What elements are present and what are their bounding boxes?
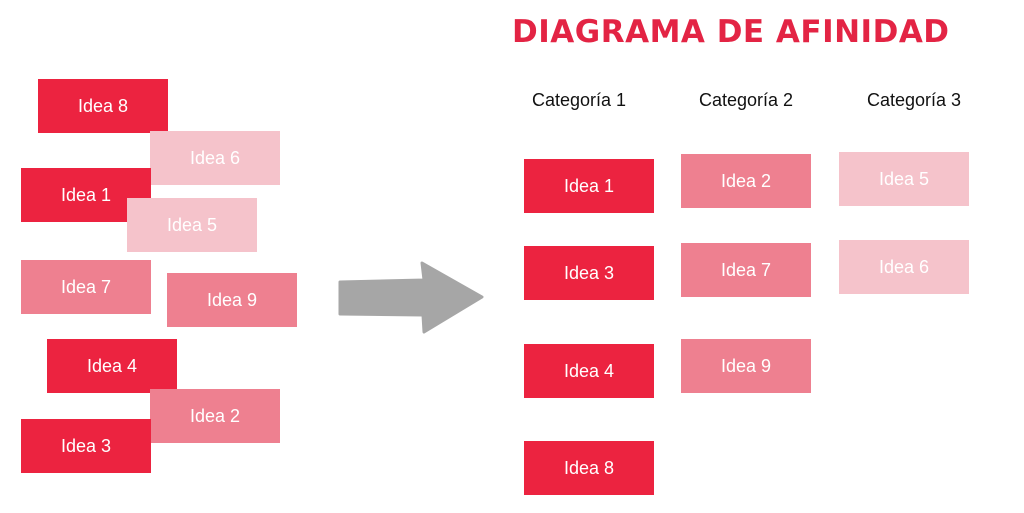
idea-card[interactable]: Idea 2 <box>150 389 280 443</box>
idea-card[interactable]: Idea 4 <box>47 339 177 393</box>
category-header: Categoría 2 <box>698 90 794 110</box>
page-title: DIAGRAMA DE AFINIDAD <box>512 14 950 50</box>
idea-card[interactable]: Idea 6 <box>839 240 969 294</box>
idea-card[interactable]: Idea 4 <box>524 344 654 398</box>
idea-card[interactable]: Idea 8 <box>524 441 654 495</box>
category-header: Categoría 1 <box>531 90 627 110</box>
idea-card[interactable]: Idea 3 <box>524 246 654 300</box>
idea-card[interactable]: Idea 2 <box>681 154 811 208</box>
category-header: Categoría 3 <box>866 90 962 110</box>
right-arrow-icon <box>338 261 484 334</box>
idea-card[interactable]: Idea 9 <box>681 339 811 393</box>
idea-card[interactable]: Idea 7 <box>21 260 151 314</box>
idea-card[interactable]: Idea 6 <box>150 131 280 185</box>
idea-card[interactable]: Idea 7 <box>681 243 811 297</box>
idea-card[interactable]: Idea 3 <box>21 419 151 473</box>
idea-card[interactable]: Idea 1 <box>524 159 654 213</box>
idea-card[interactable]: Idea 5 <box>127 198 257 252</box>
idea-card[interactable]: Idea 8 <box>38 79 168 133</box>
idea-card[interactable]: Idea 5 <box>839 152 969 206</box>
idea-card[interactable]: Idea 9 <box>167 273 297 327</box>
